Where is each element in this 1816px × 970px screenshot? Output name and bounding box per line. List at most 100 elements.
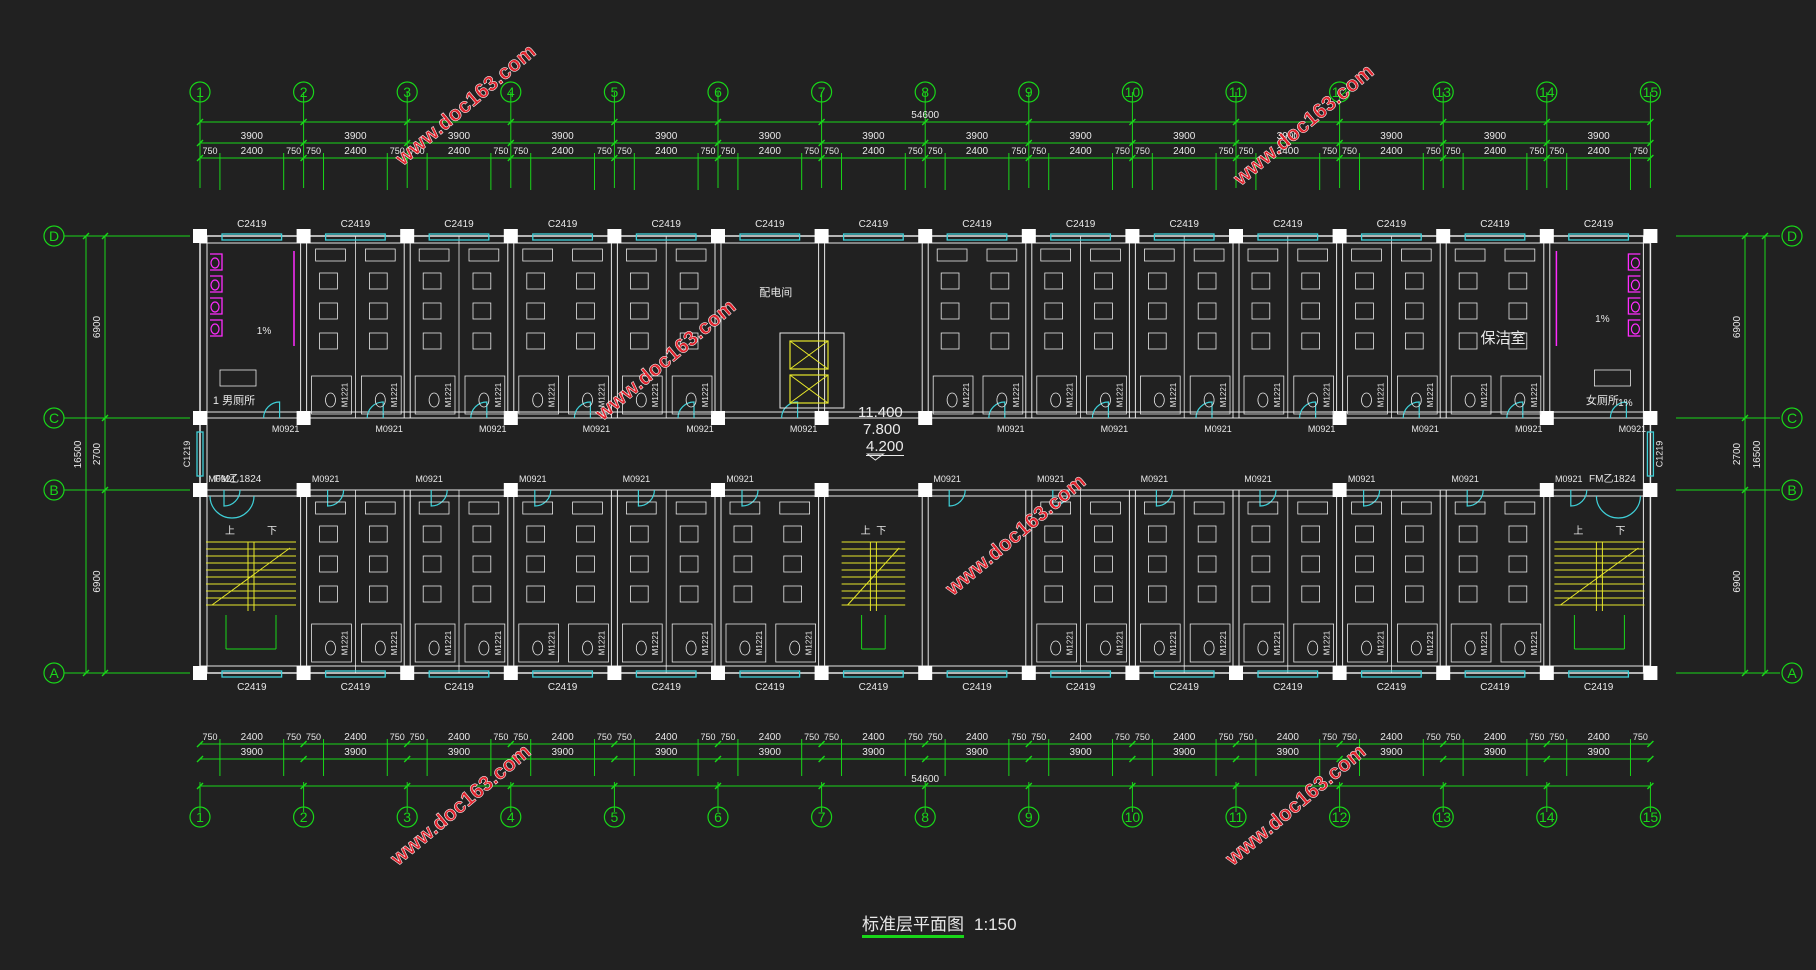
dimension-tick — [714, 139, 722, 147]
door-tag: M0921 — [208, 474, 236, 484]
window — [842, 670, 904, 678]
toilet-fixture — [428, 392, 440, 408]
door-swing — [470, 401, 488, 419]
structural-column — [400, 666, 415, 680]
window — [1153, 670, 1215, 678]
balcony-fixture — [1040, 248, 1072, 262]
toilet-fixture — [1153, 640, 1165, 656]
balcony-fixture — [315, 501, 346, 515]
toilet-fixture — [210, 323, 220, 335]
door-tag: M0921 — [1619, 424, 1647, 434]
bed — [1508, 585, 1528, 603]
door-swing — [1259, 489, 1277, 507]
level-label: 4.200 — [866, 438, 904, 456]
toilet-stall — [210, 275, 223, 293]
level-label: 7.800 — [863, 421, 901, 438]
elevator-car — [789, 374, 829, 404]
structural-column — [1332, 229, 1347, 243]
bed — [1044, 585, 1064, 603]
bed — [576, 302, 595, 320]
toilet-stall — [210, 319, 223, 337]
bath-door-tag: M1221 — [1273, 630, 1282, 655]
grid-column-label: 1 — [196, 84, 204, 100]
door-swing — [1363, 489, 1381, 507]
grid-row-label: B — [1787, 482, 1796, 498]
dimension-text: 2400 — [1173, 732, 1196, 743]
window-tag: C2419 — [237, 682, 267, 693]
dimension-text: 2400 — [1484, 146, 1507, 157]
bed — [319, 332, 338, 350]
dimension-text: 750 — [701, 732, 716, 742]
structural-column — [711, 229, 725, 243]
bath-door-tag: M1221 — [1323, 382, 1332, 407]
toilet-fixture — [1630, 279, 1641, 291]
door-tag: M0921 — [623, 474, 651, 484]
grid-bubble — [1225, 81, 1247, 103]
bath-door-tag: M1221 — [701, 630, 710, 655]
balcony-fixture — [1454, 248, 1486, 262]
watermark: www.doc163.com — [590, 295, 740, 426]
window-tag: C2419 — [651, 219, 681, 230]
window — [1257, 233, 1319, 241]
dimension-tick — [1232, 782, 1240, 790]
grid-bubble — [1781, 225, 1803, 247]
grid-bubble — [43, 407, 65, 429]
bed — [1508, 525, 1528, 543]
grid-bubble — [707, 806, 729, 828]
bed — [1251, 525, 1271, 543]
grid-bubble — [189, 806, 211, 828]
bed — [990, 332, 1010, 350]
structural-column — [1643, 411, 1658, 425]
dimension-text: 3900 — [448, 131, 471, 142]
dimension-text: 3900 — [1069, 131, 1092, 142]
dimension-tick — [1232, 740, 1240, 748]
bathroom — [1243, 623, 1285, 663]
dimension-tick — [818, 782, 826, 790]
sink-counter — [219, 369, 257, 387]
dimension-text: 2400 — [1069, 146, 1092, 157]
balcony-fixture — [779, 501, 810, 515]
dimension-tick — [1128, 755, 1136, 763]
stair-break — [1560, 547, 1639, 606]
bed — [472, 525, 492, 543]
bed — [1458, 525, 1478, 543]
balcony-fixture — [1504, 501, 1536, 515]
grid-column-label: 2 — [300, 809, 308, 825]
drawing-title: 标准层平面图 — [862, 915, 964, 938]
grid-bubble — [43, 225, 65, 247]
dimension-tick — [196, 782, 204, 790]
door-swing — [1195, 401, 1213, 419]
bed — [368, 302, 388, 320]
structural-column — [1539, 483, 1554, 497]
dimension-tick — [1543, 782, 1551, 790]
bed — [526, 555, 545, 573]
grid-bubble — [1781, 407, 1803, 429]
bed — [1148, 525, 1167, 543]
structural-column — [814, 229, 829, 243]
bathroom — [414, 623, 456, 663]
structural-column — [1229, 229, 1243, 243]
window-tag: C2419 — [1377, 682, 1407, 693]
window-tag: C2419 — [1273, 219, 1303, 230]
grid-bubble — [1536, 806, 1558, 828]
level-label: 11.400 — [858, 404, 903, 421]
dimension-text: 3900 — [241, 131, 264, 142]
bed — [319, 272, 338, 290]
bed — [526, 302, 545, 320]
bathroom — [1140, 375, 1181, 415]
window — [221, 670, 283, 678]
bath-door-tag: M1221 — [1115, 630, 1124, 655]
bath-door-tag: M1221 — [701, 382, 710, 407]
dimension-text: 750 — [1342, 146, 1357, 156]
bath-door-tag: M1221 — [597, 382, 606, 407]
window-tag: C2419 — [444, 682, 474, 693]
door-tag: M0921 — [1411, 424, 1439, 434]
dimension-text: 750 — [824, 146, 839, 156]
structural-column — [296, 229, 311, 243]
window-tag: C2419 — [341, 682, 371, 693]
dimension-text: 750 — [306, 146, 321, 156]
toilet-fixture — [1464, 640, 1476, 656]
dimension-text: 750 — [1115, 146, 1130, 156]
fire-door-tag: FM乙1824 — [1589, 473, 1636, 485]
